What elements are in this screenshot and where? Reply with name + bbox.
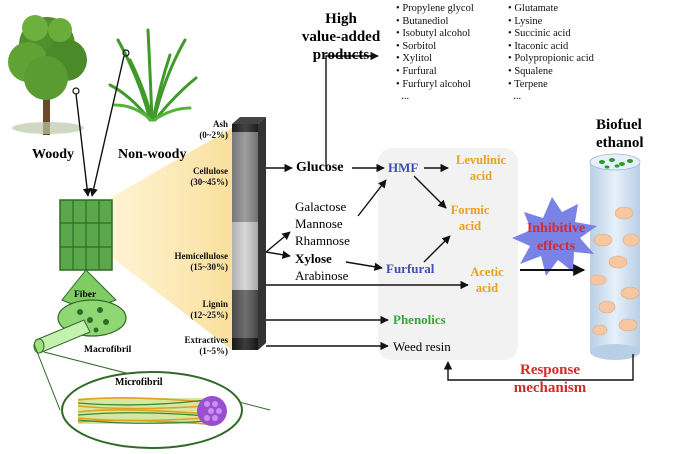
woody-arrow (75, 93, 92, 197)
comp-cellulose-name: Cellulose (193, 166, 228, 176)
comp-extractives-name: Extractives (184, 335, 228, 345)
inhibitive-burst-icon (512, 197, 597, 276)
product-item: • Isobutyl alcohol (396, 28, 471, 40)
product-item: ... (513, 91, 522, 103)
products-title-2: value-added (301, 29, 381, 45)
non-woody-arrow (89, 55, 125, 197)
comp-hemicellulose-range: (15~30%) (190, 262, 228, 272)
label-woody: Woody (32, 147, 75, 162)
composition-bar (232, 117, 266, 350)
product-item: • Itaconic acid (508, 40, 569, 52)
inhibitor-box (378, 148, 518, 360)
non-woody-grass-icon (108, 28, 198, 122)
response-mechanism-1: Response (519, 362, 580, 378)
sugar-glucose: Glucose (296, 160, 344, 175)
comp-cellulose-range: (30~45%) (190, 177, 228, 187)
product-item: • Succinic acid (508, 28, 571, 40)
label-fiber: Fiber (74, 290, 97, 300)
product-item: • Lysine (508, 15, 543, 27)
product-item: ... (401, 91, 410, 103)
product-item: • Propylene glycol (396, 3, 474, 14)
inhibitor-acetic-1: Acetic (470, 265, 504, 279)
products-title-1: High (325, 11, 357, 27)
inhibitive-effects-2: effects (536, 239, 576, 254)
fiber-cells-icon (59, 199, 113, 271)
product-item: • Furfuryl alcohol (396, 78, 471, 90)
woody-tree-icon (8, 15, 87, 135)
sugar-galactose: Galactose (295, 199, 347, 214)
inhibitor-weed-resin: Weed resin (393, 339, 451, 354)
microfibril-strands-icon (77, 396, 227, 426)
sugar-xylose: Xylose (295, 251, 332, 266)
product-item: • Terpene (508, 78, 548, 90)
arrow-response (443, 354, 634, 381)
comp-lignin-name: Lignin (202, 299, 228, 309)
arrow-to-products (325, 51, 379, 166)
inhibitor-phenolics: Phenolics (393, 312, 446, 327)
fermenter-cylinder (589, 153, 641, 360)
inhibitive-effects-1: Inhibitive (526, 221, 586, 236)
sugar-mannose: Mannose (295, 216, 343, 231)
product-item: • Sorbitol (396, 40, 437, 52)
product-item: • Butanediol (396, 15, 449, 27)
products-list-left: • Propylene glycol • Butanediol • Isobut… (396, 3, 474, 104)
biofuel-label-1: Biofuel (596, 117, 642, 133)
product-item: • Squalene (508, 65, 553, 77)
sugar-rhamnose: Rhamnose (295, 233, 350, 248)
biofuel-label-2: ethanol (596, 135, 644, 151)
products-title-3: products (312, 47, 370, 63)
products-list-right: • Glutamate • Lysine • Succinic acid • I… (508, 3, 594, 104)
inhibitor-hmf: HMF (388, 160, 419, 175)
composition-fan (110, 128, 232, 350)
product-item: • Glutamate (508, 3, 559, 14)
product-item: • Xylitol (396, 53, 433, 65)
product-item: • Polypropionic acid (508, 53, 594, 65)
response-mechanism-2: mechanism (513, 380, 587, 396)
comp-extractives-range: (1~5%) (199, 346, 228, 356)
inhibitor-formic-1: Formic (450, 203, 490, 217)
comp-lignin-range: (12~25%) (190, 310, 228, 320)
inhibitor-levulinic-1: Levulinic (455, 153, 506, 167)
product-item: • Furfural (396, 65, 437, 77)
inhibitor-levulinic-2: acid (469, 169, 493, 183)
inhibitor-formic-2: acid (458, 219, 482, 233)
comp-ash-name: Ash (212, 119, 228, 129)
label-microfibril: Microfibril (115, 377, 163, 388)
label-macrofibril: Macrofibril (84, 345, 132, 355)
comp-hemicellulose-name: Hemicellulose (174, 251, 229, 261)
comp-ash-range: (0~2%) (199, 130, 228, 140)
label-non-woody: Non-woody (118, 147, 187, 162)
inhibitor-furfural: Furfural (386, 261, 435, 276)
sugar-arabinose: Arabinose (295, 268, 349, 283)
inhibitor-acetic-2: acid (475, 281, 499, 295)
